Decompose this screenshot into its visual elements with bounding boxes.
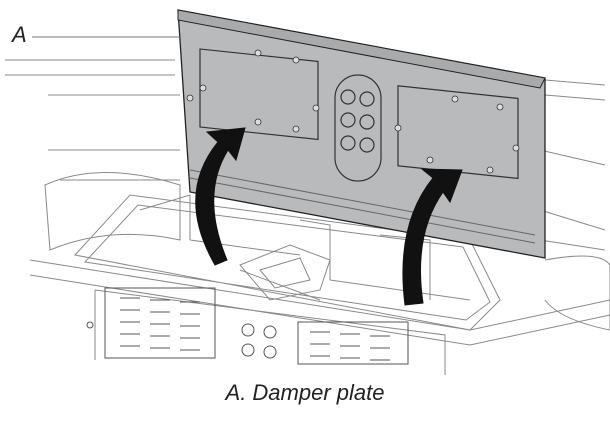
vent-frame <box>74 194 501 331</box>
lift-arrow-right <box>402 168 463 306</box>
figure-caption: A. Damper plate <box>225 380 385 405</box>
grille-slots-left <box>120 297 200 351</box>
lower-panel <box>94 289 446 375</box>
grille-slots-right <box>310 331 390 361</box>
callout-letter: A <box>12 22 27 47</box>
lift-arrow-left <box>195 127 246 266</box>
damper-plate <box>177 9 546 259</box>
plate-cutout-left <box>199 48 319 141</box>
lower-grille-right <box>297 321 409 365</box>
plate-holes <box>340 89 375 153</box>
plate-tabs <box>186 49 520 174</box>
plate-hole-panel <box>334 74 382 182</box>
range-top-outline <box>5 59 606 251</box>
burner-well-left <box>44 172 181 251</box>
lower-holes <box>86 321 277 359</box>
duct-walls <box>139 194 471 301</box>
center-bracket <box>239 244 331 301</box>
lower-grille-left <box>104 287 216 359</box>
burner-well-right <box>544 255 610 331</box>
